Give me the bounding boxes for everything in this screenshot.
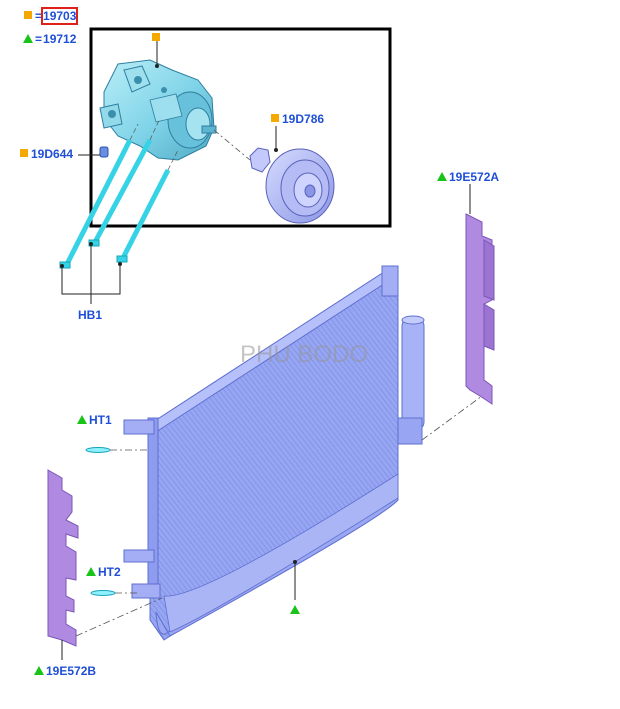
callout-clutch[interactable]: 19D786 <box>271 112 324 126</box>
square-marker-icon <box>271 114 279 122</box>
legend-triangle-code[interactable]: 19712 <box>43 32 77 46</box>
condenser <box>123 265 425 641</box>
legend-equals: = <box>35 32 43 46</box>
shield-left <box>47 469 79 647</box>
legend-triangle-row: =19712 <box>23 32 76 46</box>
watermark: PHU BODO <box>240 341 369 368</box>
callout-bolts[interactable]: HB1 <box>78 308 102 322</box>
callout-seal-bottom[interactable]: HT2 <box>86 565 121 579</box>
callout-label: HB1 <box>78 308 103 322</box>
shield-right <box>465 213 495 405</box>
triangle-marker-icon <box>23 34 33 43</box>
seal-ht1 <box>85 447 111 453</box>
callout-label: HT1 <box>89 413 112 427</box>
legend-square-row: =19703 <box>24 7 79 25</box>
triangle-marker-icon <box>290 605 300 614</box>
callout-shield-right[interactable]: 19E572A <box>437 170 499 184</box>
callout-seal-top[interactable]: HT1 <box>77 413 112 427</box>
callout-label: 19E572B <box>46 664 97 678</box>
leader-clutch <box>213 129 251 161</box>
callout-label: HT2 <box>98 565 121 579</box>
compressor-highlight-box <box>89 27 392 228</box>
triangle-marker-icon <box>77 415 87 424</box>
square-marker-icon <box>24 11 32 19</box>
clutch-pulley <box>249 147 335 224</box>
pressure-switch <box>99 146 109 158</box>
callout-shield-left[interactable]: 19E572B <box>34 664 96 678</box>
callout-label: 19E572A <box>449 170 500 184</box>
seal-ht2 <box>90 590 116 596</box>
bolts <box>59 138 171 269</box>
bolt-bracket <box>61 246 121 304</box>
callout-label: 19D786 <box>282 112 325 126</box>
triangle-marker-icon <box>86 567 96 576</box>
square-marker-icon <box>152 33 160 41</box>
callout-label: 19D644 <box>31 147 74 161</box>
triangle-marker-icon <box>34 666 44 675</box>
legend-equals: = <box>35 9 43 23</box>
square-marker-icon <box>20 149 28 157</box>
callout-compressor-switch[interactable]: 19D644 <box>20 147 73 161</box>
ac-compressor <box>99 59 217 161</box>
triangle-marker-icon <box>437 172 447 181</box>
legend-square-code[interactable]: 19703 <box>40 7 79 25</box>
